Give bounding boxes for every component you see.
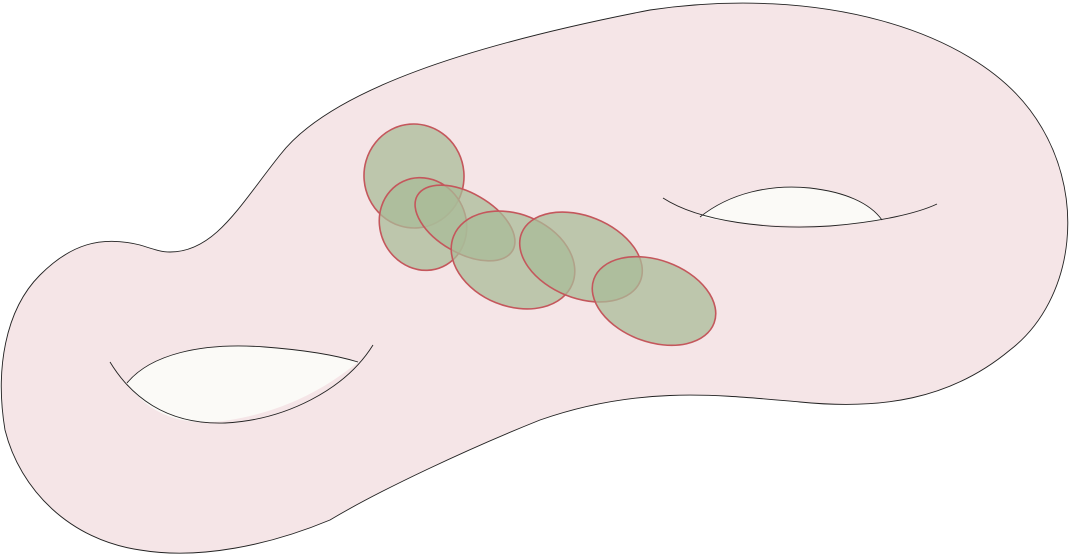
left-hole-lower-edge — [109, 344, 374, 424]
right-hole-upper-edge — [699, 186, 883, 221]
left-hole-upper-edge — [126, 345, 359, 384]
left-hole — [127, 345, 358, 423]
patch-6 — [591, 255, 717, 347]
right-hole — [700, 187, 882, 226]
patch-group — [363, 123, 717, 347]
right-hole-lower-edge — [662, 197, 938, 228]
